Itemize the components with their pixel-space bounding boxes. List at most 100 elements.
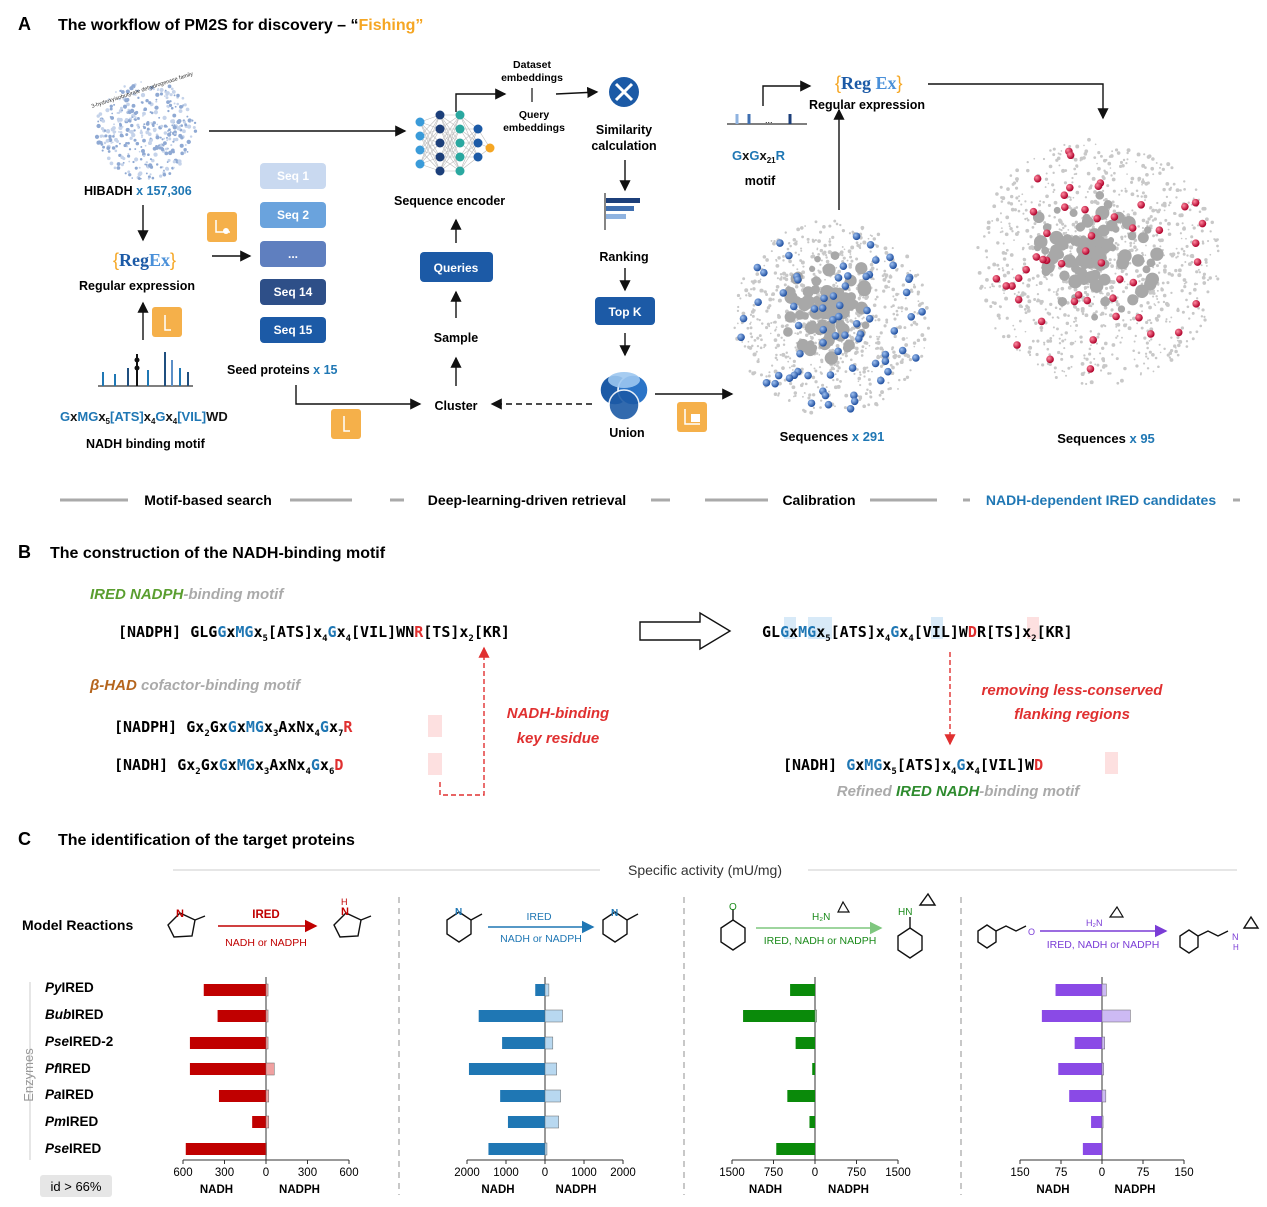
network-node (1146, 155, 1151, 159)
network-node (771, 364, 774, 367)
network-node (858, 246, 862, 250)
network-node (1053, 215, 1056, 219)
network-node (768, 371, 771, 374)
network-node (737, 305, 740, 309)
network-node (1115, 300, 1119, 304)
network-node (1094, 143, 1097, 146)
bar-nadph (814, 1009, 817, 1023)
network-node (781, 366, 785, 370)
network-node (752, 308, 755, 311)
network-node (920, 333, 925, 337)
ranking-icon (604, 193, 640, 230)
network-node (992, 262, 997, 267)
candidate-node (1116, 275, 1124, 283)
network-node (892, 304, 895, 308)
network-node (759, 346, 763, 350)
nn-node (455, 124, 465, 134)
network-node (761, 322, 764, 325)
network-node (828, 224, 832, 228)
network-node (1093, 190, 1097, 194)
network-node (775, 288, 779, 292)
network-node (844, 354, 848, 358)
network-node (1185, 237, 1187, 240)
network-node (1124, 187, 1127, 190)
network-node (1037, 299, 1041, 303)
network-node (1093, 357, 1096, 360)
network-node (996, 263, 1000, 267)
network-node (1011, 268, 1014, 271)
network-node (1126, 173, 1128, 175)
network-node (895, 309, 899, 313)
network-hub (1107, 237, 1115, 244)
network-node (1145, 172, 1149, 177)
network-node (129, 137, 132, 140)
enzyme-label: PyIRED (45, 980, 94, 995)
network-node (1167, 228, 1170, 231)
network-node (1025, 304, 1029, 308)
network-node (1000, 221, 1003, 224)
network-hub (1135, 284, 1149, 299)
network-node (1104, 364, 1108, 368)
network-node (1069, 198, 1072, 201)
network-node (775, 353, 777, 356)
network-node (1069, 196, 1072, 199)
network-node (1122, 290, 1125, 294)
bar-nadph (544, 1009, 563, 1023)
network-node (147, 132, 152, 137)
network-node (926, 326, 930, 330)
candidate-node (905, 275, 913, 284)
network-node (1183, 282, 1186, 285)
network-node (1180, 263, 1184, 267)
network-node (997, 267, 1001, 271)
network-node (1125, 272, 1129, 276)
network-node (1181, 310, 1185, 314)
network-node (109, 161, 114, 166)
xlabel-nadph: NADPH (828, 1184, 869, 1196)
network-node (1137, 225, 1140, 228)
network-node (749, 326, 753, 330)
network-node (172, 125, 177, 130)
network-node (1055, 292, 1059, 296)
network-node (892, 295, 895, 298)
network-node (879, 346, 884, 351)
network-node (871, 370, 873, 373)
network-node (765, 293, 769, 296)
network-node (113, 123, 116, 126)
candidate-node (796, 349, 804, 358)
network-node (1001, 230, 1004, 233)
network-node (113, 133, 115, 136)
network-node (1193, 287, 1197, 292)
network-node (1183, 285, 1187, 289)
network-node (183, 147, 187, 152)
network-node (1135, 189, 1139, 192)
network-node (893, 334, 897, 339)
candidate-node (881, 357, 890, 365)
candidate-node (841, 331, 849, 339)
network-node (1161, 281, 1165, 285)
network-node (1119, 341, 1122, 344)
network-node (1020, 203, 1023, 206)
network-node (1216, 277, 1220, 281)
network-node (1120, 378, 1124, 383)
network-node (1184, 260, 1187, 263)
network-node (1133, 245, 1137, 250)
network-node (987, 225, 991, 229)
network-node (869, 389, 872, 392)
candidate-node (785, 374, 794, 382)
network-node (1110, 308, 1114, 312)
network-node (1075, 172, 1078, 175)
network-node (1109, 372, 1112, 375)
network-node (100, 127, 105, 131)
seq-box (260, 241, 326, 267)
seed-proteins-label: Seed proteins x 15 (227, 363, 338, 377)
network-node (1083, 290, 1088, 295)
network-node (996, 313, 1001, 318)
network-node (790, 365, 793, 368)
network-node (841, 246, 844, 248)
network-node (1111, 280, 1116, 285)
candidate-node (776, 239, 784, 247)
network-node (1002, 273, 1007, 278)
network-node (1011, 230, 1014, 233)
candidate-node (779, 289, 788, 297)
